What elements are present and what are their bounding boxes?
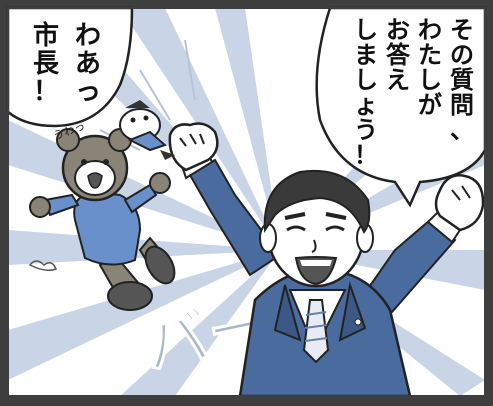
svg-text:う: う bbox=[354, 116, 378, 144]
svg-text:の: の bbox=[450, 41, 474, 69]
svg-text:！: ！ bbox=[33, 77, 59, 107]
svg-text:市: 市 bbox=[33, 20, 59, 51]
svg-text:あ: あ bbox=[75, 49, 101, 79]
svg-text:問: 問 bbox=[450, 91, 474, 119]
svg-text:答: 答 bbox=[386, 41, 411, 69]
svg-text:わ: わ bbox=[75, 21, 101, 51]
svg-text:え: え bbox=[386, 66, 410, 94]
svg-text:し: し bbox=[354, 16, 378, 44]
svg-text:し: し bbox=[418, 66, 442, 94]
panel-border bbox=[7, 7, 486, 397]
svg-text:質: 質 bbox=[450, 66, 474, 94]
right-speech-bubble: そ の 質 問 、 わ た し が お 答 え し ま し ょ う ！ bbox=[315, 6, 487, 208]
right-bubble-col4: し ま し ょ う ！ bbox=[354, 16, 378, 169]
svg-text:た: た bbox=[418, 41, 442, 69]
mayor-figure bbox=[168, 122, 485, 396]
svg-text:し: し bbox=[354, 66, 378, 94]
svg-text:、: 、 bbox=[450, 116, 474, 144]
left-speech-bubble: わ あ っ 市 長 ！ bbox=[6, 6, 134, 128]
svg-text:！: ！ bbox=[354, 141, 378, 169]
svg-text:そ: そ bbox=[450, 16, 474, 44]
left-bubble-col2: 市 長 ！ bbox=[33, 20, 60, 107]
bear-character: うわっ bbox=[28, 119, 176, 311]
svg-text:わ: わ bbox=[418, 16, 442, 44]
svg-text:ま: ま bbox=[354, 41, 378, 69]
right-bubble-col1: そ の 質 問 、 bbox=[450, 16, 474, 144]
svg-text:ょ: ょ bbox=[354, 91, 378, 119]
svg-text:お: お bbox=[386, 16, 410, 44]
right-bubble-col3: お 答 え bbox=[386, 16, 411, 94]
bird-mascot bbox=[119, 100, 175, 160]
svg-text:が: が bbox=[418, 91, 442, 119]
right-bubble-col2: わ た し が bbox=[418, 16, 442, 119]
svg-text:長: 長 bbox=[33, 49, 60, 79]
left-bubble-col1: わ あ っ bbox=[75, 21, 101, 107]
svg-text:っ: っ bbox=[75, 77, 101, 107]
